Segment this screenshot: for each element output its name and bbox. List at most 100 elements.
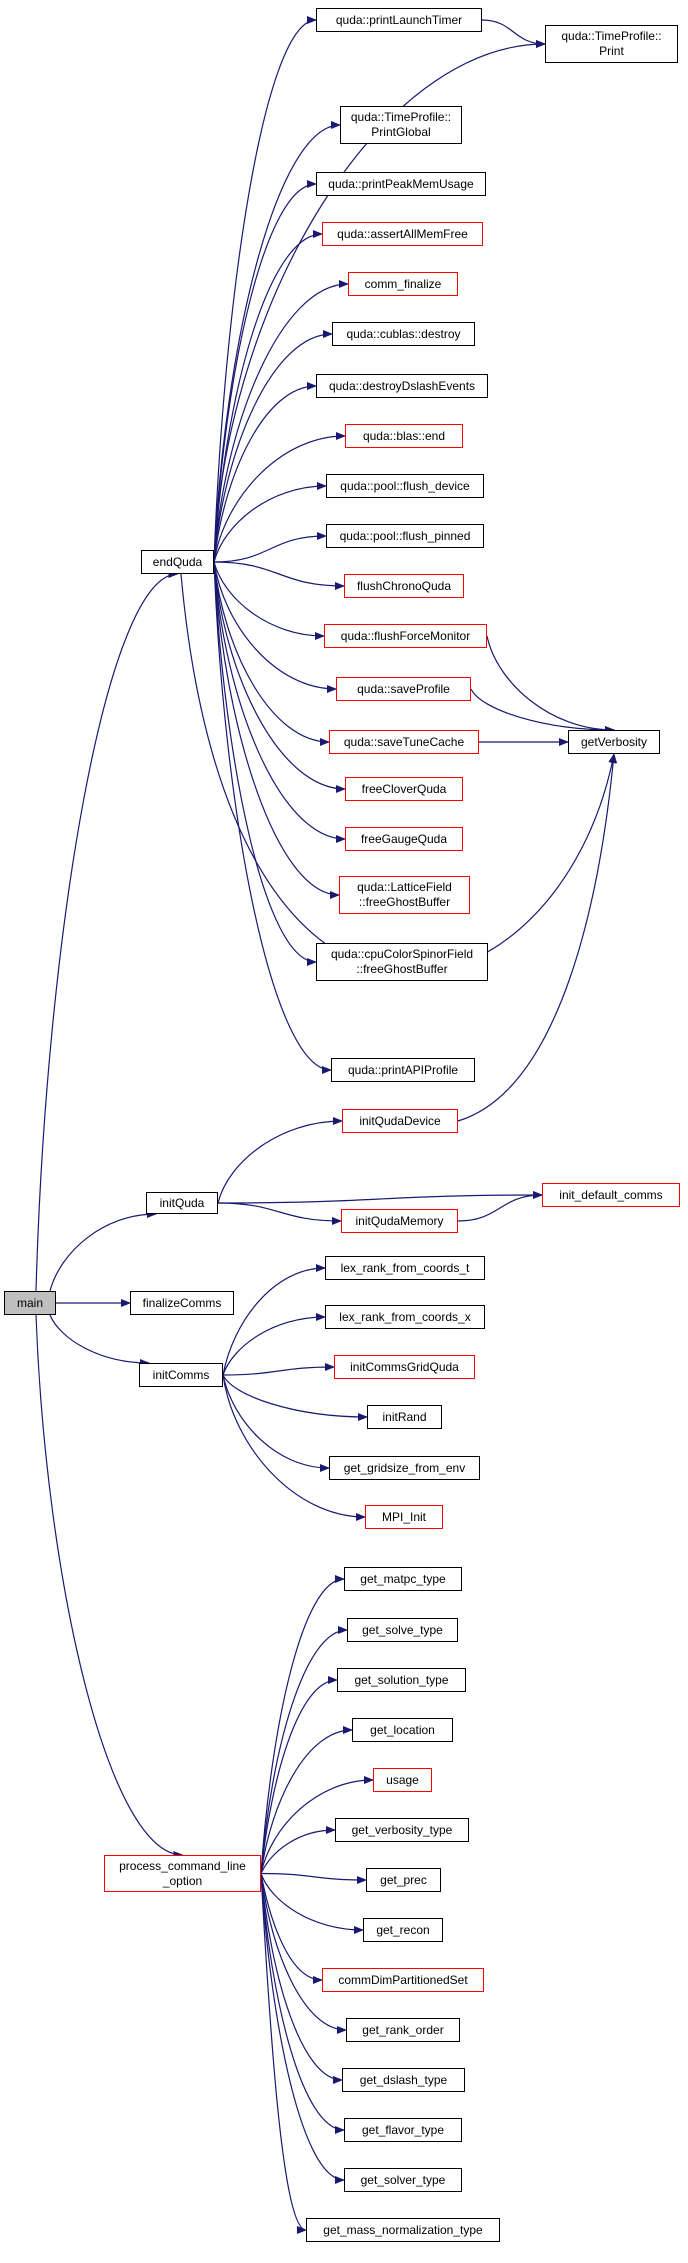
node-get-solver-type[interactable]: get_solver_type — [344, 2168, 462, 2192]
edge-main-to-end-quda — [35, 570, 179, 1292]
edge-end-quda-to-blas-end — [213, 432, 346, 563]
edge-init-comms-to-lex-rank-from-coords-t — [222, 1264, 326, 1376]
edge-end-quda-to-flush-chrono-quda — [213, 561, 345, 590]
edge-process-command-line-option-to-get-solution-type — [260, 1676, 338, 1874]
edge-main-to-process-command-line-option — [35, 1314, 184, 1859]
node-cublas-destroy[interactable]: quda::cublas::destroy — [332, 322, 475, 346]
node-time-profile-print[interactable]: quda::TimeProfile:: Print — [545, 25, 678, 63]
node-get-mass-normalization-type[interactable]: get_mass_normalization_type — [306, 2218, 500, 2242]
node-get-gridsize-from-env[interactable]: get_gridsize_from_env — [329, 1456, 480, 1480]
node-get-prec[interactable]: get_prec — [366, 1868, 441, 1892]
node-init-quda-memory[interactable]: initQudaMemory — [341, 1209, 458, 1233]
edge-flush-force-monitor-to-get-verbosity — [486, 635, 615, 734]
node-get-matpc-type[interactable]: get_matpc_type — [344, 1567, 462, 1591]
edge-process-command-line-option-to-get-mass-normalization-type — [260, 1873, 307, 2234]
edge-init-quda-memory-to-init-default-comms — [457, 1191, 543, 1222]
node-print-apiprofile[interactable]: quda::printAPIProfile — [331, 1058, 475, 1082]
node-pool-flush-device[interactable]: quda::pool::flush_device — [326, 474, 484, 498]
edge-init-quda-to-init-default-comms — [217, 1191, 543, 1204]
edge-end-quda-to-cpu-color-spinor-field-free-ghost — [213, 561, 317, 966]
edge-end-quda-to-print-peak-mem-usage — [213, 180, 317, 563]
edge-end-quda-to-pool-flush-pinned — [213, 532, 327, 563]
edge-end-quda-to-cublas-destroy — [213, 330, 333, 563]
node-init-rand[interactable]: initRand — [367, 1405, 442, 1429]
edge-process-command-line-option-to-usage — [260, 1776, 374, 1874]
edge-end-quda-to-comm-finalize — [213, 280, 349, 563]
edge-process-command-line-option-to-get-matpc-type — [260, 1575, 345, 1874]
edge-init-comms-to-mpi-init — [222, 1374, 366, 1521]
edge-end-quda-to-flush-force-monitor — [213, 561, 325, 640]
edge-print-launch-timer-to-time-profile-print — [481, 19, 546, 48]
node-get-verbosity[interactable]: getVerbosity — [568, 730, 660, 754]
node-lex-rank-from-coords-x[interactable]: lex_rank_from_coords_x — [325, 1305, 485, 1329]
edge-process-command-line-option-to-get-recon — [260, 1873, 364, 1934]
edge-init-comms-to-init-comms-grid-quda — [222, 1363, 335, 1376]
edge-end-quda-to-save-tune-cache — [213, 561, 330, 746]
edge-init-comms-to-lex-rank-from-coords-x — [222, 1313, 326, 1376]
node-main: main — [4, 1291, 56, 1315]
edge-init-comms-to-init-rand — [222, 1374, 368, 1421]
node-get-solution-type[interactable]: get_solution_type — [337, 1668, 466, 1692]
edge-process-command-line-option-to-get-verbosity-type — [260, 1826, 336, 1874]
node-save-profile[interactable]: quda::saveProfile — [336, 677, 471, 701]
edge-process-command-line-option-to-get-solve-type — [260, 1626, 348, 1874]
edge-process-command-line-option-to-get-prec — [260, 1872, 367, 1884]
edge-process-command-line-option-to-comm-dim-partitioned-set — [260, 1873, 323, 1984]
node-get-flavor-type[interactable]: get_flavor_type — [344, 2118, 462, 2142]
edge-process-command-line-option-to-get-location — [260, 1726, 353, 1874]
node-usage[interactable]: usage — [373, 1768, 432, 1792]
edge-end-quda-to-time-profile-print — [213, 40, 546, 563]
edge-end-quda-to-assert-all-mem-free — [213, 230, 323, 563]
edge-process-command-line-option-to-get-rank-order — [260, 1873, 347, 2034]
node-get-solve-type[interactable]: get_solve_type — [347, 1618, 458, 1642]
edge-process-command-line-option-to-get-flavor-type — [260, 1873, 345, 2134]
node-blas-end[interactable]: quda::blas::end — [345, 424, 463, 448]
node-destroy-dslash-events[interactable]: quda::destroyDslashEvents — [316, 374, 488, 398]
edge-end-quda-to-print-apiprofile — [213, 561, 332, 1074]
node-comm-finalize[interactable]: comm_finalize — [348, 272, 458, 296]
edge-end-quda-to-lattice-field-free-ghost — [213, 561, 340, 899]
node-assert-all-mem-free[interactable]: quda::assertAllMemFree — [322, 222, 483, 246]
node-comm-dim-partitioned-set[interactable]: commDimPartitionedSet — [322, 1968, 484, 1992]
edge-init-quda-device-to-get-verbosity — [457, 753, 618, 1122]
node-init-quda-device[interactable]: initQudaDevice — [342, 1109, 458, 1133]
edge-init-comms-to-get-gridsize-from-env — [222, 1374, 330, 1472]
node-get-location[interactable]: get_location — [352, 1718, 453, 1742]
node-flush-force-monitor[interactable]: quda::flushForceMonitor — [324, 624, 487, 648]
node-free-clover-quda[interactable]: freeCloverQuda — [345, 777, 463, 801]
edge-save-profile-to-get-verbosity — [470, 688, 615, 734]
node-process-command-line-option[interactable]: process_command_line _option — [104, 1855, 261, 1892]
node-save-tune-cache[interactable]: quda::saveTuneCache — [329, 730, 479, 754]
node-init-comms[interactable]: initComms — [139, 1363, 223, 1387]
node-lattice-field-free-ghost[interactable]: quda::LatticeField ::freeGhostBuffer — [339, 876, 470, 914]
node-mpi-init[interactable]: MPI_Init — [365, 1505, 443, 1529]
edge-end-quda-to-free-gauge-quda — [213, 561, 346, 843]
node-get-rank-order[interactable]: get_rank_order — [346, 2018, 460, 2042]
edge-end-quda-to-pool-flush-device — [213, 482, 327, 563]
node-init-default-comms[interactable]: init_default_comms — [542, 1183, 680, 1207]
node-init-comms-grid-quda[interactable]: initCommsGridQuda — [334, 1355, 475, 1379]
node-get-recon[interactable]: get_recon — [363, 1918, 443, 1942]
edge-main-to-init-comms — [49, 1314, 150, 1367]
node-finalize-comms[interactable]: finalizeComms — [130, 1291, 234, 1315]
edge-end-quda-to-destroy-dslash-events — [213, 382, 317, 563]
node-init-quda[interactable]: initQuda — [146, 1192, 218, 1214]
edge-end-quda-to-free-clover-quda — [213, 561, 346, 793]
node-free-gauge-quda[interactable]: freeGaugeQuda — [345, 827, 463, 851]
node-get-dslash-type[interactable]: get_dslash_type — [342, 2068, 465, 2092]
edge-end-quda-to-save-profile — [213, 561, 337, 693]
edge-process-command-line-option-to-get-solver-type — [260, 1873, 345, 2184]
node-get-verbosity-type[interactable]: get_verbosity_type — [335, 1818, 469, 1842]
node-cpu-color-spinor-field-free-ghost[interactable]: quda::cpuColorSpinorField ::freeGhostBuf… — [316, 943, 488, 981]
edge-process-command-line-option-to-get-dslash-type — [260, 1873, 343, 2084]
node-flush-chrono-quda[interactable]: flushChronoQuda — [344, 574, 464, 598]
node-lex-rank-from-coords-t[interactable]: lex_rank_from_coords_t — [325, 1256, 485, 1280]
edge-init-quda-to-init-quda-device — [217, 1117, 343, 1204]
node-end-quda[interactable]: endQuda — [141, 550, 214, 574]
edge-end-quda-to-print-launch-timer — [213, 16, 317, 563]
node-print-peak-mem-usage[interactable]: quda::printPeakMemUsage — [316, 172, 486, 196]
node-print-launch-timer[interactable]: quda::printLaunchTimer — [316, 8, 482, 32]
node-print-global[interactable]: quda::TimeProfile:: PrintGlobal — [340, 106, 462, 144]
edge-init-quda-to-init-quda-memory — [217, 1202, 342, 1225]
node-pool-flush-pinned[interactable]: quda::pool::flush_pinned — [326, 524, 484, 548]
